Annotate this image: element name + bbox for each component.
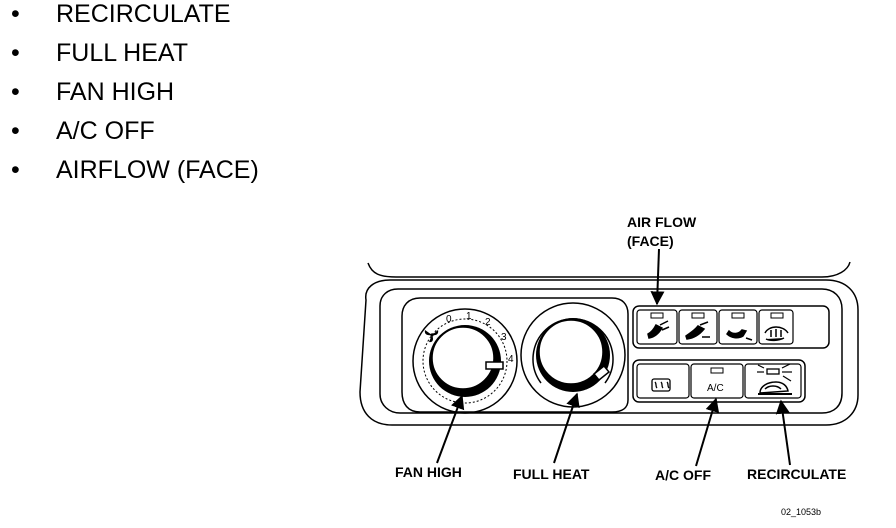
full-heat-callout: FULL HEAT <box>513 466 590 482</box>
bilevel-indicator-light <box>691 312 705 319</box>
floor-defrost-indicator-light <box>770 312 784 319</box>
fan-tick-0: 0 <box>446 314 452 325</box>
face-vent-icon <box>647 320 670 339</box>
air-flow-callout-subtitle: (FACE) <box>627 233 674 249</box>
ac-off-callout: A/C OFF <box>655 467 711 483</box>
mode-button-bilevel[interactable] <box>678 309 718 345</box>
step-item-airflow-face: • AIRFLOW (FACE) <box>8 156 348 195</box>
fan-high-callout: FAN HIGH <box>395 464 462 480</box>
floor-defrost-icon <box>764 326 789 342</box>
bilevel-vent-icon <box>685 321 710 340</box>
fan-dial-bezel <box>412 308 518 414</box>
ac-button-label: A/C <box>707 383 724 394</box>
fan-speed-dial[interactable]: 0 1 2 3 4 <box>412 308 518 414</box>
bullet-dot: • <box>11 0 20 28</box>
recirculate-indicator-light <box>766 368 780 375</box>
bullet-dot: • <box>11 78 20 106</box>
air-flow-arrow <box>650 248 665 306</box>
figure-id: 02_1053b <box>781 507 821 517</box>
step-item-fan-high: • FAN HIGH <box>8 78 348 117</box>
fan-dial-pointer <box>485 361 504 370</box>
bullet-dot: • <box>11 156 20 184</box>
step-text: RECIRCULATE <box>56 0 231 28</box>
full-heat-arrow <box>553 392 580 464</box>
step-item-full-heat: • FULL HEAT <box>8 39 348 78</box>
temp-dial-pointer <box>592 364 611 382</box>
leader-arrows <box>436 248 791 467</box>
indicator-light-glow-icon <box>757 363 792 382</box>
step-text: A/C OFF <box>56 117 155 145</box>
recirculate-arrow <box>775 399 791 466</box>
step-text: FAN HIGH <box>56 78 175 106</box>
temperature-dial[interactable] <box>520 302 626 408</box>
face-indicator-light <box>650 312 664 319</box>
ac-button[interactable]: A/C <box>690 363 744 399</box>
bullet-dot: • <box>11 39 20 67</box>
mode-button-panel <box>632 305 830 349</box>
step-text: FULL HEAT <box>56 39 188 67</box>
dashboard-outline <box>359 261 859 426</box>
rear-defrost-button[interactable] <box>636 363 690 399</box>
recirculate-icon <box>758 381 792 395</box>
step-item-recirculate: • RECIRCULATE <box>8 0 348 39</box>
fan-high-arrow <box>436 394 465 464</box>
mode-button-floor[interactable] <box>718 309 758 345</box>
fan-tick-4: 4 <box>508 354 514 365</box>
fan-tick-2: 2 <box>485 317 491 328</box>
step-text: AIRFLOW (FACE) <box>56 156 259 184</box>
ac-indicator-light <box>710 367 724 374</box>
bullet-dot: • <box>11 117 20 145</box>
air-flow-callout: AIR FLOW <box>627 214 697 230</box>
recirculate-callout: RECIRCULATE <box>747 466 846 482</box>
step-item-ac-off: • A/C OFF <box>8 117 348 156</box>
mode-button-face[interactable] <box>636 309 678 345</box>
mode-button-floor-defrost[interactable] <box>758 309 794 345</box>
ac-off-arrow <box>695 397 720 467</box>
fan-icon <box>424 330 439 343</box>
floor-vent-icon <box>726 329 753 341</box>
bottom-button-panel: A/C <box>632 359 806 403</box>
rear-defrost-icon <box>651 378 671 392</box>
recirculate-button[interactable] <box>744 363 802 399</box>
floor-indicator-light <box>731 312 745 319</box>
fan-tick-3: 3 <box>501 332 507 343</box>
step-list: • RECIRCULATE • FULL HEAT • FAN HIGH • A… <box>8 0 348 195</box>
temp-dial-knob[interactable] <box>538 319 604 385</box>
fan-dial-knob[interactable] <box>431 326 495 390</box>
fan-tick-1: 1 <box>466 311 472 322</box>
fan-dial-ring <box>422 318 508 404</box>
